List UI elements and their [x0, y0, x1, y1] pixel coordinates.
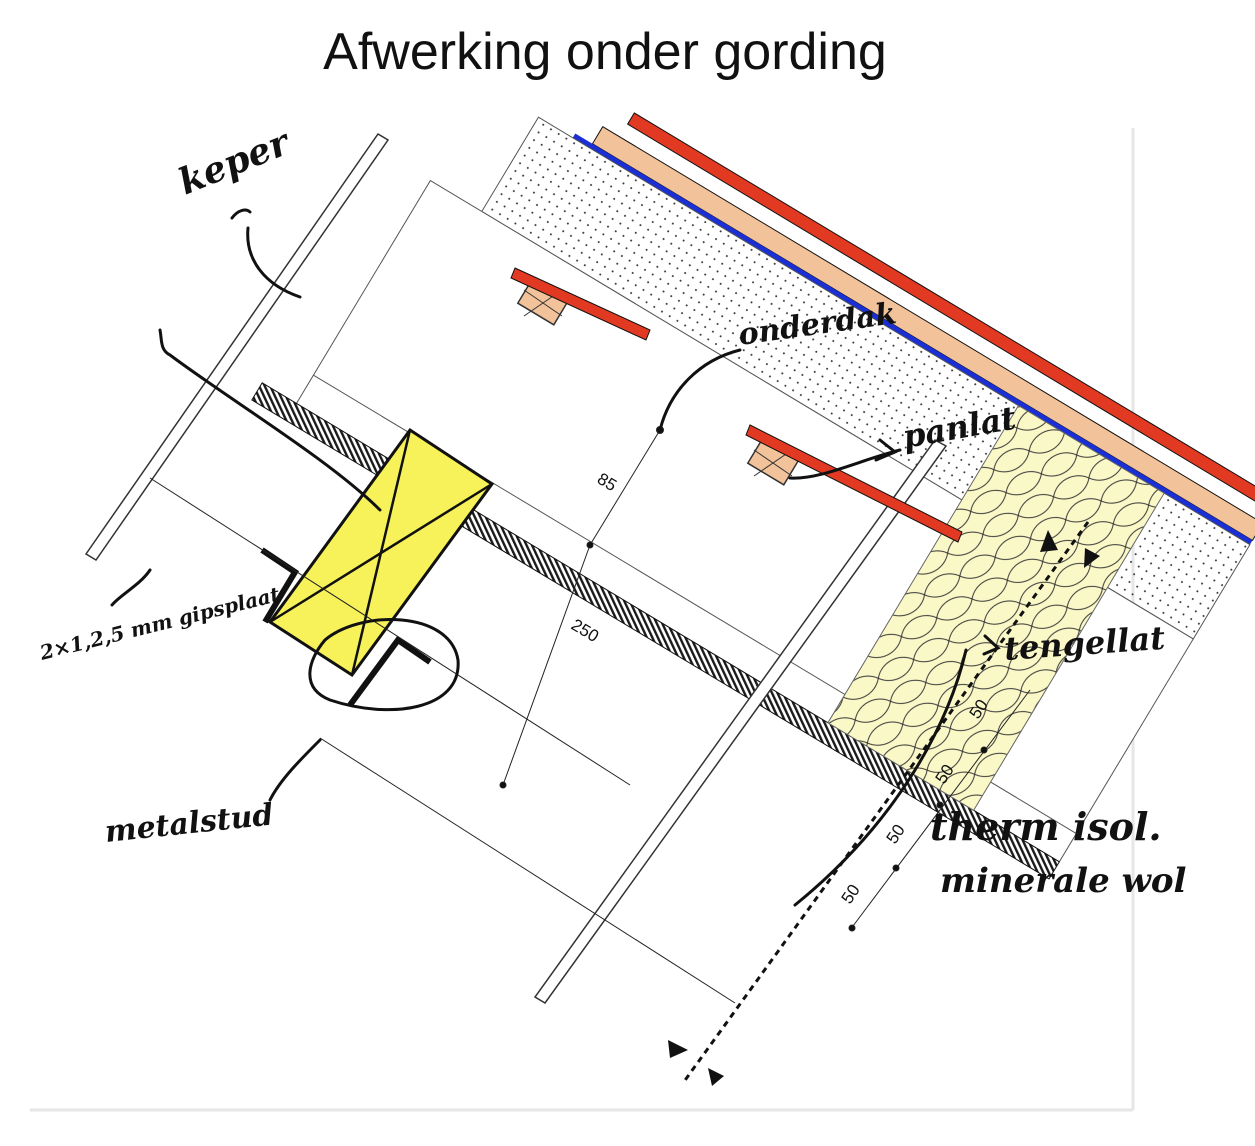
underlay-membrane — [572, 133, 1253, 545]
counter-batten — [591, 125, 1255, 542]
roof-tiles — [626, 112, 1255, 512]
dim-50-d: 50 — [838, 881, 864, 907]
label-metalstud: metalstud — [103, 797, 275, 849]
rafter-second — [533, 439, 948, 1004]
roof-assembly — [251, 112, 1255, 880]
leader-lines — [110, 208, 1001, 907]
tile-overlap-1 — [510, 267, 651, 341]
cut-markers — [668, 530, 1100, 1086]
dimension-lines — [149, 426, 1031, 1004]
metal-stud — [260, 547, 432, 707]
label-gipsplaat: 2×1,2,5 mm gipsplaat — [36, 582, 282, 665]
mineral-wool — [827, 404, 1165, 812]
cut-line — [681, 521, 1090, 1084]
dim-250: 250 — [568, 615, 602, 646]
rafter-keper — [84, 132, 390, 562]
dim-50-c: 50 — [883, 821, 909, 847]
tile-overlap-2 — [745, 424, 963, 543]
purlin-gording — [267, 427, 495, 678]
page-title: Afwerking onder gording — [323, 23, 887, 81]
label-keper: keper — [173, 120, 298, 203]
label-therm-isol: therm isol. — [930, 804, 1162, 849]
label-minerale-wol: minerale wol — [940, 861, 1187, 901]
